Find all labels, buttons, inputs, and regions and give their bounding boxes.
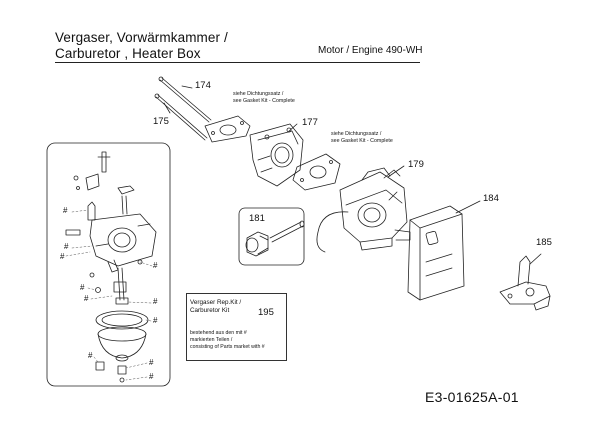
gasket-note-1: siehe Dichtungssatz / see Gasket Kit - C… [233,91,295,104]
detail-box [46,142,171,387]
repair-kit-title: Vergaser Rep.Kit / Carburetor Kit [190,299,241,315]
fuel-fitting-181 [245,220,305,257]
kit-marker: # [64,242,69,251]
detail-leaders [65,209,153,381]
part-181-box [238,207,305,266]
heater-plate-184 [407,205,465,301]
repair-kit-desc1: bestehend aus den mit # [190,330,247,336]
title-english: Carburetor , Heater Box [55,46,201,61]
kit-marker: # [153,261,158,270]
carburetor-detail [65,151,157,383]
kit-marker: # [153,297,158,306]
gasket-carburetor [292,153,341,191]
part-number-177: 177 [302,117,318,128]
gasket-note-2-line2: see Gasket Kit - Complete [331,137,393,144]
title-german: Vergaser, Vorwärmkammer / [55,30,228,45]
kit-marker: # [88,351,93,360]
gasket-note-1-line2: see Gasket Kit - Complete [233,97,295,104]
gasket-note-2-line1: siehe Dichtungssatz / [331,131,382,137]
repair-kit-line1: Vergaser Rep.Kit / [190,299,242,306]
part-number-174: 174 [195,80,211,91]
gasket-note-1-line1: siehe Dichtungssatz / [233,91,284,97]
kit-marker: # [80,283,85,292]
leader-177 [287,123,298,133]
leader-184 [455,200,481,214]
repair-kit-line2: Carburetor Kit [190,307,230,314]
part-number-195: 195 [258,307,274,318]
part-number-181: 181 [249,213,265,224]
repair-kit-desc2: markierten Teilen / [190,337,233,343]
kit-marker: # [60,252,65,261]
kit-marker: # [149,372,154,381]
part-number-175: 175 [153,116,169,127]
diagram-code: E3-01625A-01 [425,389,519,405]
kit-marker: # [63,206,68,215]
part-number-184: 184 [483,193,499,204]
part-number-185: 185 [536,237,552,248]
heater-box-177 [249,123,304,187]
leader-175 [163,102,171,114]
gasket-note-2: siehe Dichtungssatz / see Gasket Kit - C… [331,131,393,144]
stud-175 [154,93,208,141]
repair-kit-desc3: consisting of Parts market with # [190,344,265,350]
repair-kit-description: bestehend aus den mit # markierten Teile… [190,330,265,351]
repair-kit-box [186,293,287,361]
kit-marker: # [153,316,158,325]
part-number-179: 179 [408,159,424,170]
engine-label: Motor / Engine 490-WH [318,45,423,56]
leader-174 [181,85,193,89]
header-rule [55,62,420,63]
stud-174 [158,76,212,123]
gasket-intake [204,115,251,143]
choke-lever-185 [499,255,551,311]
leader-185 [529,253,542,265]
kit-marker: # [84,294,89,303]
kit-marker: # [149,358,154,367]
leader-179 [387,165,405,178]
carburetor-179 [316,167,411,253]
